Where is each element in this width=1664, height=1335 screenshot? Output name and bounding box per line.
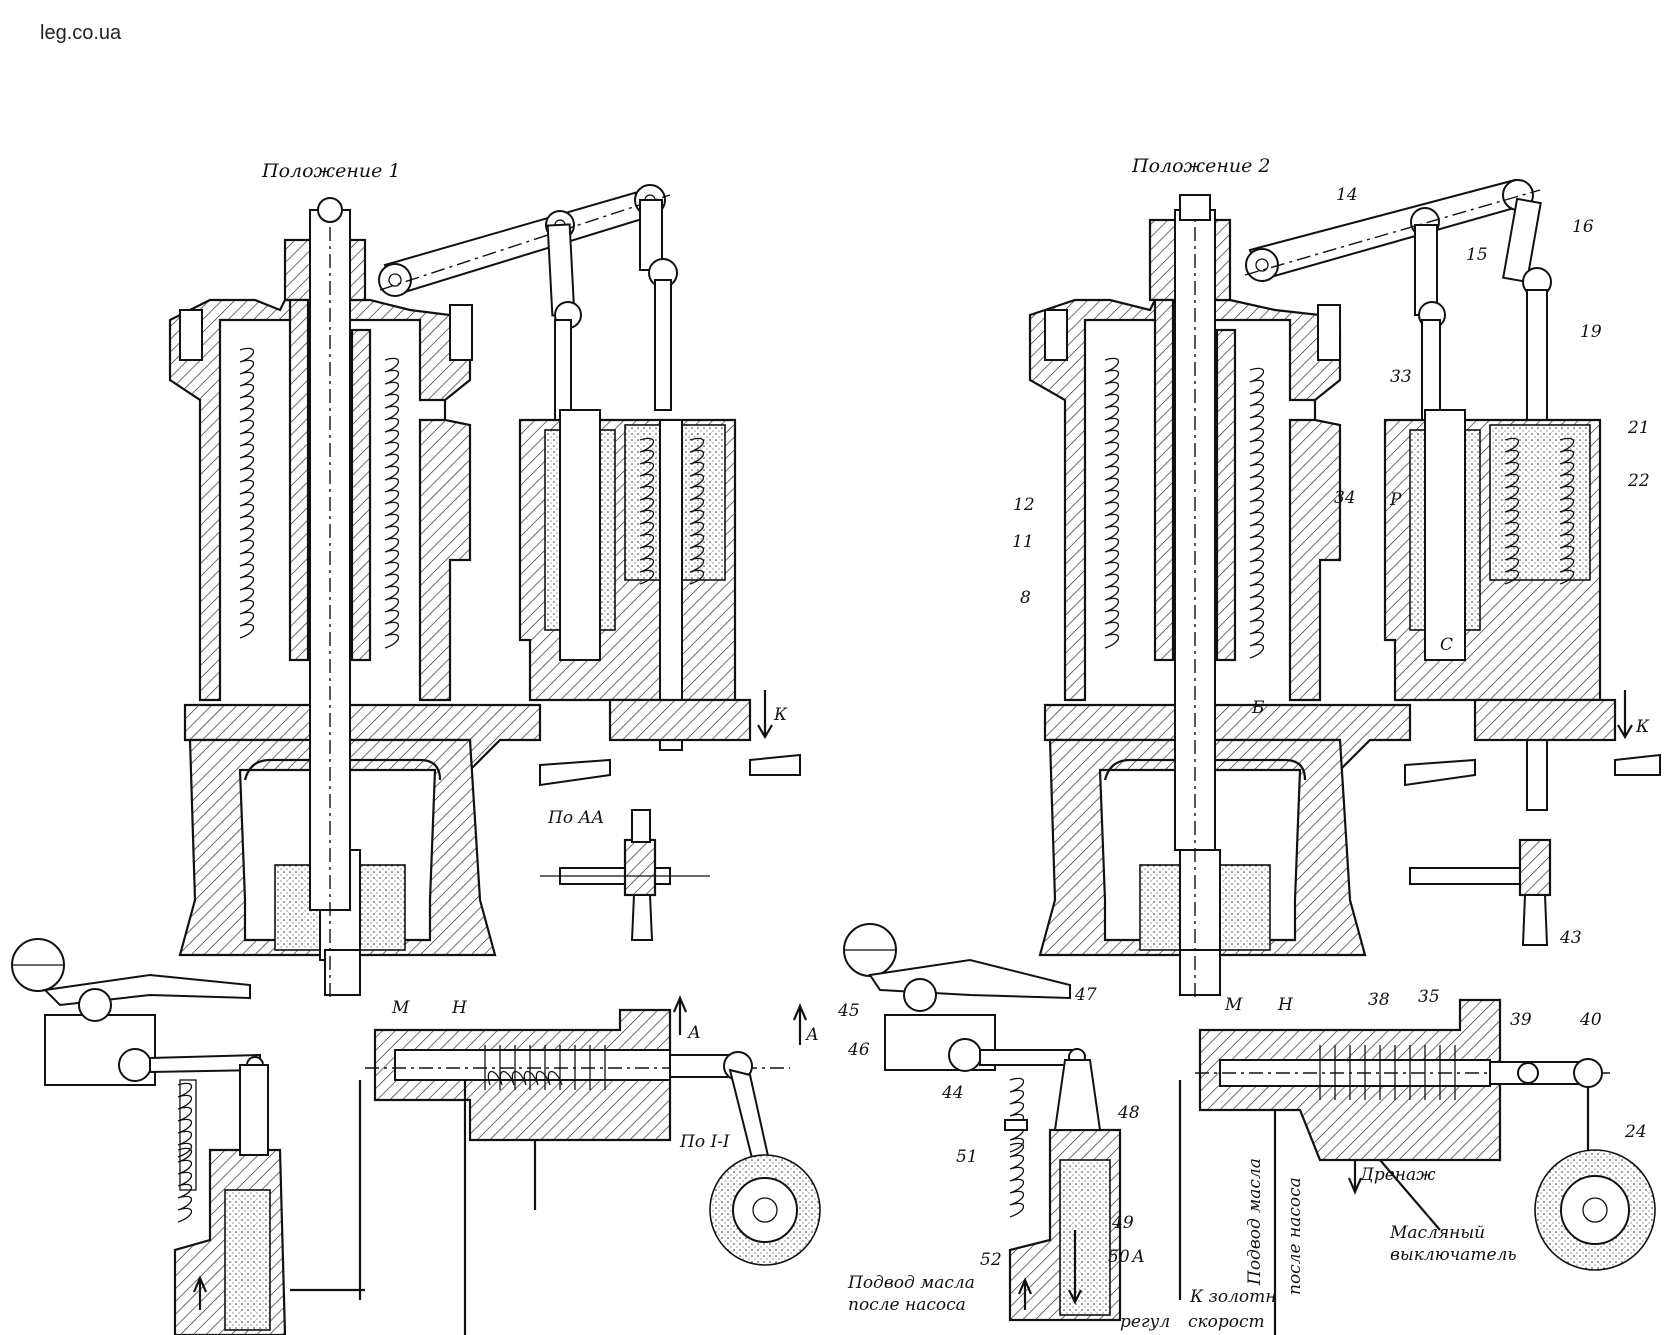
letter-c: С	[1440, 635, 1453, 655]
callout-47: 47	[1074, 985, 1097, 1005]
letter-b: Б	[1251, 698, 1265, 718]
callout-12: 12	[1013, 495, 1035, 515]
callout-22: 22	[1627, 471, 1650, 491]
left-top-lever	[383, 188, 657, 297]
callout-50: 50	[1108, 1247, 1130, 1267]
callout-19: 19	[1580, 322, 1602, 342]
callout-44: 44	[941, 1083, 964, 1103]
letter-m-left: М	[391, 998, 410, 1018]
callout-24: 24	[1624, 1122, 1647, 1142]
note-drainage: Дренаж	[1359, 1165, 1436, 1185]
title-position-2: Положение 2	[1131, 155, 1271, 177]
right-stand	[1038, 738, 1367, 957]
diagram-labels: Положение 1 Положение 2 По АА По I-I К К…	[261, 155, 1650, 1332]
letter-a-right: А	[805, 1025, 819, 1045]
left-oil-switch	[11, 938, 287, 1335]
right-governor-assembly	[1028, 178, 1661, 1000]
letter-p: Р	[1389, 490, 1402, 510]
callout-51: 51	[956, 1147, 978, 1167]
note-oil-supply-vertical-2: после насоса	[1285, 1177, 1305, 1295]
note-oil-switch-2: выключатель	[1390, 1245, 1517, 1265]
right-oil-cylinder	[1178, 998, 1656, 1335]
letter-a-left: А	[687, 1023, 701, 1043]
letter-a-bottom: А	[1131, 1247, 1145, 1267]
note-to-spool-2: скорост	[1188, 1312, 1265, 1332]
note-oil-supply-2: после насоса	[848, 1295, 966, 1315]
section-label-aa: По АА	[547, 808, 604, 828]
note-oil-supply-vertical-1: Подвод масла	[1245, 1158, 1265, 1286]
section-label-1-1: По I-I	[679, 1132, 730, 1152]
letter-n-right: Н	[1277, 995, 1294, 1015]
left-oil-cylinder	[290, 995, 821, 1335]
callout-45: 45	[837, 1001, 860, 1021]
callout-33: 33	[1390, 367, 1412, 387]
left-governor-assembly	[168, 184, 801, 1000]
callout-34: 34	[1334, 488, 1356, 508]
letter-k-left: К	[773, 705, 788, 725]
right-top-lever	[1248, 178, 1527, 282]
letter-k-right: К	[1635, 717, 1650, 737]
note-regul: регул	[1120, 1312, 1170, 1332]
callout-14: 14	[1336, 185, 1358, 205]
letter-m-right: М	[1224, 995, 1243, 1015]
callout-35: 35	[1418, 987, 1440, 1007]
note-oil-supply-1: Подвод масла	[847, 1273, 975, 1293]
callout-21: 21	[1627, 418, 1650, 438]
callout-49: 49	[1111, 1213, 1134, 1233]
letter-n-left: Н	[451, 998, 468, 1018]
left-stand	[178, 738, 497, 957]
callout-48: 48	[1117, 1103, 1140, 1123]
section-aa-view	[540, 809, 710, 941]
callout-15: 15	[1466, 245, 1488, 265]
callout-39: 39	[1510, 1010, 1532, 1030]
callout-8: 8	[1020, 588, 1031, 608]
callout-38: 38	[1368, 990, 1390, 1010]
callout-52: 52	[980, 1250, 1002, 1270]
callout-16: 16	[1572, 217, 1594, 237]
callout-43: 43	[1559, 928, 1582, 948]
callout-11: 11	[1012, 532, 1034, 552]
note-oil-switch-1: Масляный	[1389, 1223, 1485, 1243]
site-watermark: leg.co.ua	[40, 22, 122, 44]
callout-40: 40	[1579, 1010, 1602, 1030]
section-aa-right-view	[1409, 838, 1552, 946]
title-position-1: Положение 1	[261, 160, 401, 182]
right-oil-switch	[843, 923, 1122, 1322]
note-to-spool-1: К золотн	[1189, 1287, 1276, 1307]
callout-46: 46	[847, 1040, 870, 1060]
